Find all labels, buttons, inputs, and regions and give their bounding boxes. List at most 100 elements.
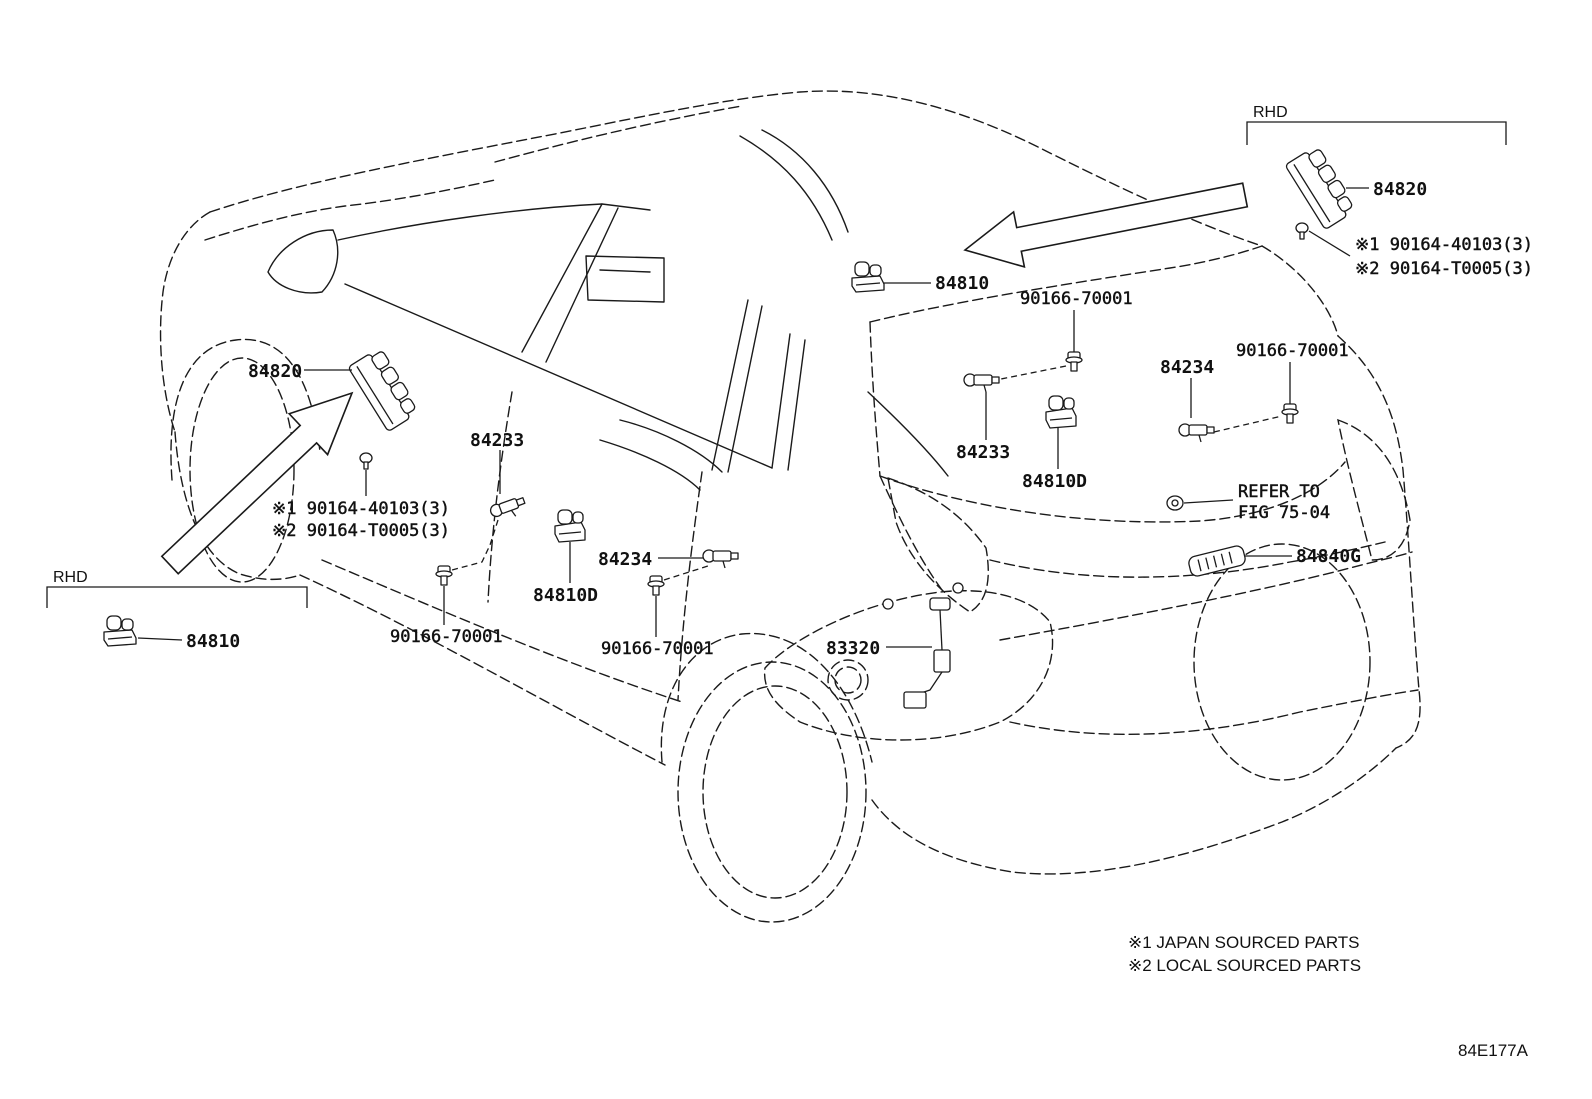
part-number-83320: 83320 [826,638,880,659]
beltline [344,283,773,469]
master-switch-rhd-icon [1285,149,1353,229]
door-switch-84233-front-icon [489,497,526,518]
refer-to-text: REFER TO [1238,482,1320,502]
door-switch-84234-center-icon [702,549,739,569]
part-number-84234-center: 84234 [598,549,652,570]
bolt-center-icon [647,575,665,596]
bolt-number-center: 90166-70001 [601,639,714,659]
door-switch-84233-right-icon [963,373,1000,393]
windshield-header [494,105,743,163]
switch-84810-rhd-icon [103,615,137,647]
rear-window-top [869,245,1263,323]
rear-wheel-outer [677,661,867,923]
rear-window-bottom [879,461,1346,523]
rear-wheel-inner [702,685,848,899]
rhd-label-left: RHD [53,569,88,586]
refer-figure-text: FIG 75-04 [1238,503,1330,523]
part-number-84233-front: 84233 [470,430,524,451]
hood-edge [204,179,496,241]
spare-well-ring [827,659,869,701]
leader-84810-rhd [137,637,183,641]
switch-84810d-right-icon [1045,395,1077,429]
front-lower-outline [174,431,301,581]
front-door-frame [521,203,619,363]
door-mirror [267,229,339,294]
a-pillar [337,203,651,241]
view-arrow-front [160,391,354,575]
rear-bumper-upper [999,551,1413,641]
link-plunger-bolt-right [1213,415,1283,433]
figure-code: 84E177A [1458,1041,1529,1060]
rocker-line [299,574,666,766]
rhd-bracket [1246,121,1507,145]
height-sensor-83320-icon [882,582,964,709]
part-number-84820: 84820 [248,361,302,382]
screw-front-icon [359,452,373,470]
rear-wheel-arch [660,632,873,763]
front-face-outline [159,211,211,433]
switch-84810-icon [851,261,885,293]
fastener-japan-rhd: ※1 90164-40103(3) [1355,235,1533,255]
spare-well [834,666,862,694]
part-number-84810d-right: 84810D [1022,471,1087,492]
rhd-inset-left: RHD 84810 [46,569,308,652]
hatch-right-edge [1261,245,1339,337]
part-number-84234-right: 84234 [1160,357,1214,378]
c-pillar-line [869,321,881,477]
rear-seat [599,419,723,491]
bolt-number-front: 90166-70001 [390,627,503,647]
instrument-panel [585,255,665,303]
link-plunger-bolt-front [451,519,499,571]
switch-84810d-center-icon [554,509,586,543]
vehicle-outline [159,90,1421,923]
rear-right-wheel [1193,543,1371,781]
bolt-number-right: 90166-70001 [1236,341,1349,361]
vehicle-interior [267,129,949,491]
master-switch-84820-icon [348,351,416,431]
fuel-tank [763,590,1054,741]
bolt-number-upper: 90166-70001 [1020,289,1133,309]
roof-outline [209,90,1263,247]
part-number-84810d-center: 84810D [533,585,598,606]
hatch-lower-edge [989,541,1386,578]
footnote-japan: ※1 JAPAN SOURCED PARTS [1128,933,1360,952]
door-switch-84234-right-icon [1178,423,1215,443]
part-number-84810: 84810 [935,273,989,294]
view-arrow-rear [963,182,1249,269]
fastener-local-front: ※2 90164-T0005(3) [272,521,450,541]
rear-underbody [871,747,1397,875]
rhd-label: RHD [1253,104,1288,121]
bolt-upper-icon [1065,351,1083,372]
license-lamp-84840g-icon [1188,545,1246,577]
b-pillar [711,299,763,473]
front-fender-arch [170,338,321,481]
part-number-84810-rhd: 84810 [186,631,240,652]
part-number-84840g: 84840G [1296,546,1361,567]
leader-screw-rhd [1308,230,1351,257]
bolt-right-icon [1281,403,1299,424]
right-tail-lamp [1337,418,1411,561]
part-number-84820-rhd: 84820 [1373,179,1427,200]
front-wheel [189,357,295,583]
quarter-interior [867,391,949,477]
body-side-crease [321,559,683,703]
rear-door-edge [677,471,703,701]
roof-interior [739,129,849,241]
clip-icon [1166,495,1184,511]
rhd-bracket-left [46,586,308,608]
rear-quarter-lower [879,475,943,591]
part-number-84233-right: 84233 [956,442,1010,463]
bolt-front-icon [435,565,453,586]
right-body-side [1337,335,1421,749]
fastener-local-rhd: ※2 90164-T0005(3) [1355,259,1533,279]
link-bolt-plunger-upper [995,365,1067,381]
left-tail-lamp [887,476,989,613]
rear-bumper-lower [1009,689,1419,735]
leader-refer [1183,499,1234,504]
front-door-edge [487,391,513,603]
fastener-japan-front: ※1 90164-40103(3) [272,499,450,519]
footnote-local: ※2 LOCAL SOURCED PARTS [1128,956,1361,975]
rear-door-frame [771,333,806,471]
link-bolt-plunger-center [663,565,709,581]
